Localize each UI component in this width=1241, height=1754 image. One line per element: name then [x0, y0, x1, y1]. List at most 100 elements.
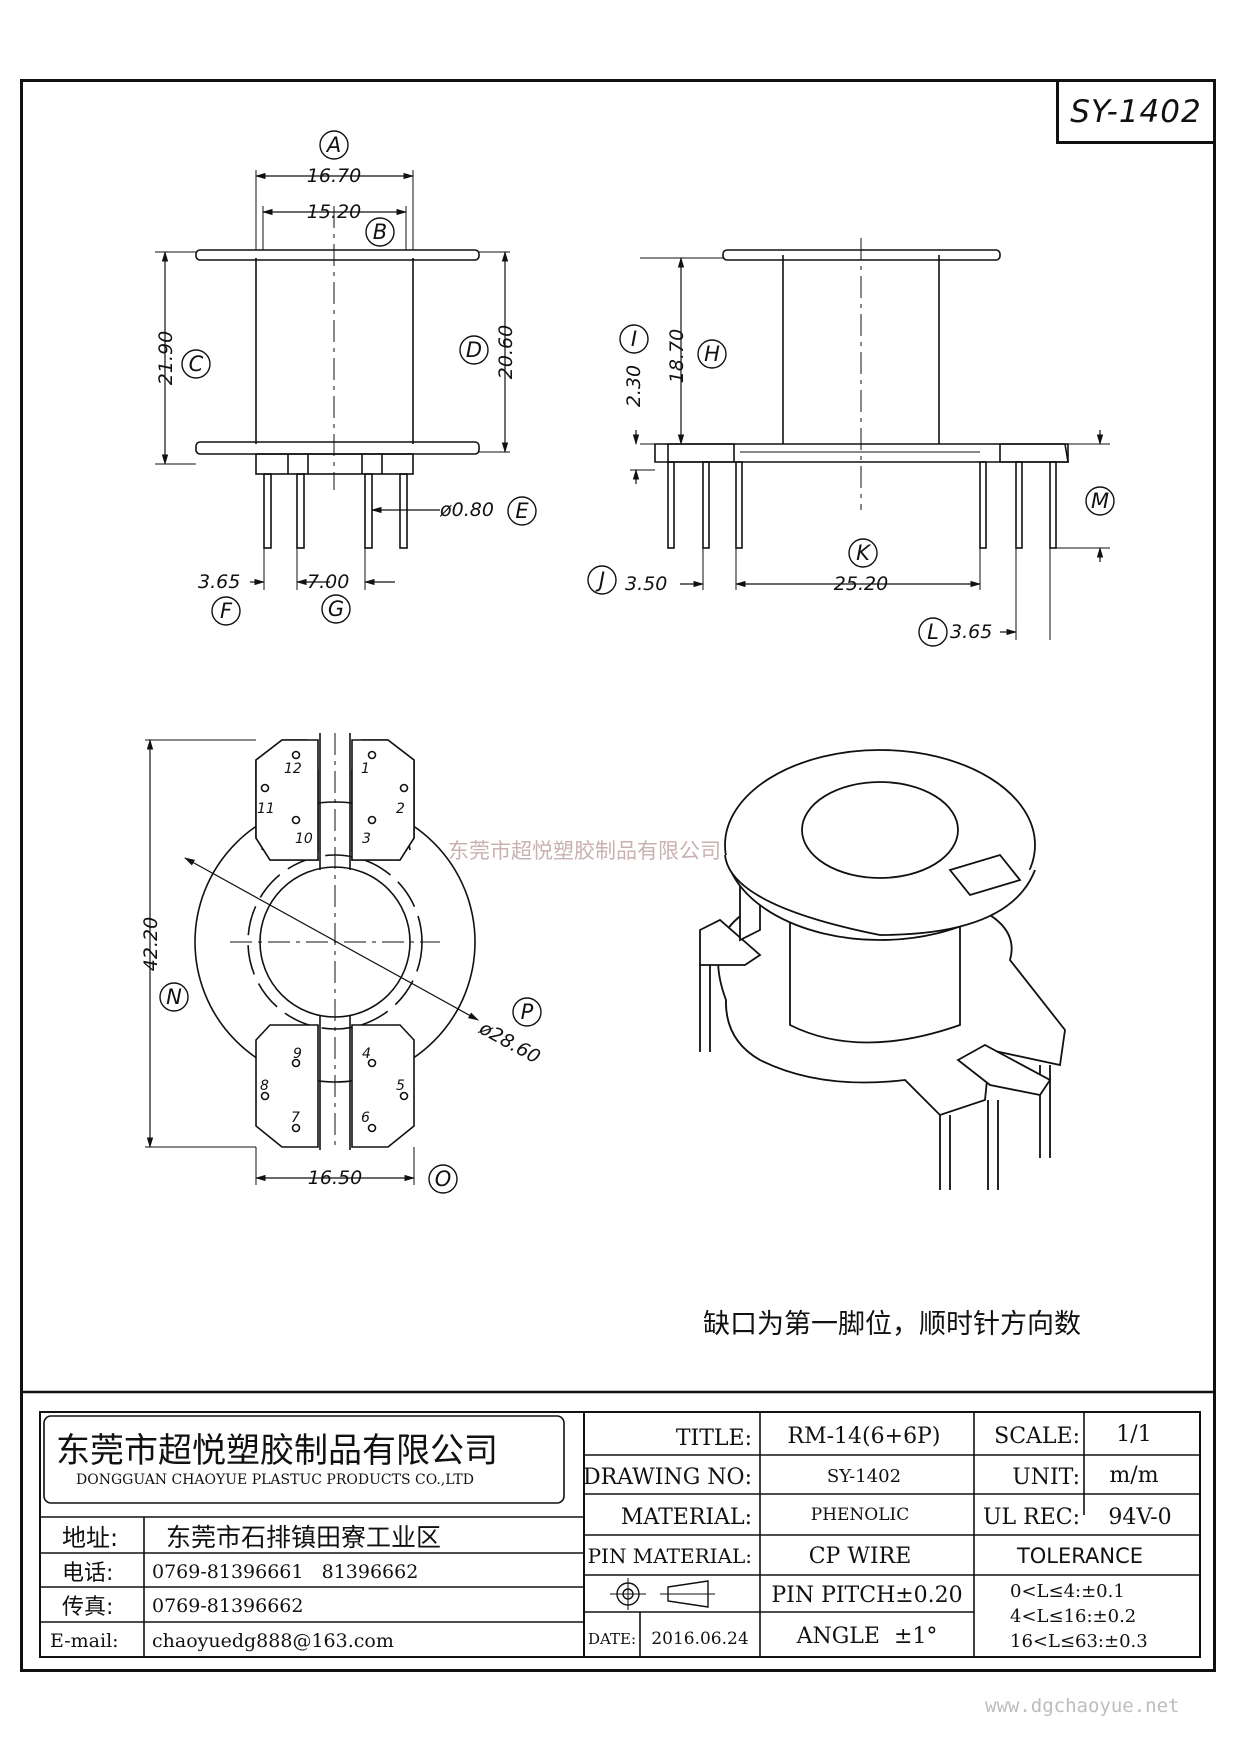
pin — [296, 473, 305, 549]
dim-E: ø0.80 — [439, 499, 494, 521]
pin — [263, 473, 272, 549]
label-I: I — [631, 327, 637, 351]
pin-material-label: PIN MATERIAL: — [588, 1544, 752, 1568]
pin — [667, 461, 675, 549]
pin-7: 7 — [291, 1110, 300, 1126]
dim-I: 2.30 — [623, 365, 645, 407]
dim-D: 20.60 — [495, 325, 517, 379]
pin-9: 9 — [293, 1046, 302, 1062]
label-K: K — [856, 541, 872, 565]
address-label: 地址: — [62, 1524, 118, 1552]
dim-L: 3.65 — [950, 621, 992, 643]
side-view — [630, 238, 1110, 640]
scale-value: 1/1 — [1116, 1422, 1151, 1447]
pin — [735, 461, 743, 549]
label-O: O — [435, 1167, 452, 1191]
email-value: chaoyuedg888@163.com — [152, 1630, 394, 1652]
label-J: J — [595, 568, 605, 592]
dim-F: 3.65 — [198, 571, 240, 593]
tolerance-3: 16<L≤63:±0.3 — [1010, 1631, 1148, 1652]
pin-12: 12 — [284, 761, 302, 777]
phone-value: 0769-81396661 81396662 — [152, 1561, 418, 1583]
pin-3: 3 — [362, 831, 371, 847]
pin — [399, 473, 408, 549]
label-P: P — [521, 1000, 534, 1024]
angle-tolerance: ANGLE ±1° — [796, 1624, 938, 1649]
ul-value: 94V-0 — [1108, 1505, 1171, 1530]
drawing-no-label: DRAWING NO: — [583, 1465, 752, 1490]
bottom-view — [145, 733, 479, 1185]
address-value: 东莞市石排镇田寮工业区 — [166, 1523, 441, 1552]
label-H: H — [704, 342, 720, 366]
phone-label: 电话: — [62, 1561, 113, 1586]
base-block — [255, 453, 414, 475]
scale-label: SCALE: — [994, 1424, 1080, 1449]
company-name-cn: 东莞市超悦塑胶制品有限公司 — [56, 1431, 498, 1471]
dim-J: 3.50 — [625, 573, 667, 595]
dim-O: 16.50 — [308, 1167, 362, 1189]
pin-numbers: 1 2 3 4 5 6 7 8 9 10 11 12 — [257, 761, 405, 1126]
pin-8: 8 — [260, 1078, 269, 1094]
front-view — [155, 170, 510, 590]
label-A: A — [325, 133, 341, 157]
label-N: N — [166, 985, 182, 1009]
title-value: RM-14(6+6P) — [788, 1424, 941, 1449]
label-M: M — [1091, 489, 1109, 513]
dim-G: 7.00 — [307, 571, 349, 593]
watermark: 东莞市超悦塑胶制品有限公司 — [448, 839, 721, 863]
isometric-view — [699, 749, 1066, 1190]
label-B: B — [373, 220, 387, 244]
material-label: MATERIAL: — [621, 1505, 752, 1530]
pin-pitch: PIN PITCH±0.20 — [771, 1583, 962, 1608]
title-block — [20, 1390, 1216, 1658]
date-label: DATE: — [588, 1630, 636, 1648]
label-L: L — [927, 620, 939, 644]
pin-11: 11 — [257, 801, 275, 817]
label-D: D — [466, 338, 482, 362]
date-value: 2016.06.24 — [651, 1629, 748, 1649]
fax-label: 传真: — [62, 1595, 113, 1620]
label-E: E — [515, 499, 529, 523]
material-value: PHENOLIC — [811, 1505, 910, 1525]
tolerance-label: TOLERANCE — [1016, 1544, 1143, 1568]
website-url: www.dgchaoyue.net — [985, 1695, 1179, 1717]
title-label: TITLE: — [676, 1426, 752, 1451]
pin — [702, 461, 710, 549]
dim-H: 18.70 — [666, 329, 688, 383]
pin-1: 1 — [361, 761, 370, 777]
dim-A: 16.70 — [307, 165, 361, 187]
label-G: G — [328, 597, 344, 621]
dim-N: 42.20 — [140, 917, 162, 971]
unit-value: m/m — [1109, 1463, 1158, 1488]
pin-6: 6 — [361, 1110, 370, 1126]
drawing-frame — [20, 79, 1216, 1672]
pin — [1015, 461, 1023, 549]
top-flange — [195, 249, 480, 261]
pin — [364, 473, 373, 549]
dim-K: 25.20 — [834, 573, 888, 595]
email-label: E-mail: — [50, 1630, 119, 1652]
company-name-en: DONGGUAN CHAOYUE PLASTUC PRODUCTS CO.,LT… — [76, 1472, 474, 1488]
pin-4: 4 — [362, 1046, 371, 1062]
label-F: F — [220, 599, 233, 623]
drawing-id: SY-1402 — [1056, 79, 1216, 144]
pin-10: 10 — [295, 831, 313, 847]
callout-circles — [159, 130, 1115, 1194]
pin — [1049, 461, 1057, 549]
tolerance-1: 0<L≤4:±0.1 — [1010, 1581, 1125, 1602]
pin-material-value: CP WIRE — [809, 1544, 912, 1569]
ul-label: UL REC: — [983, 1505, 1080, 1530]
pin-5: 5 — [396, 1078, 405, 1094]
pin-numbering-note: 缺口为第一脚位，顺时针方向数 — [703, 1309, 1081, 1340]
label-C: C — [189, 352, 204, 376]
bottom-flange — [195, 441, 480, 455]
pin — [979, 461, 987, 549]
unit-label: UNIT: — [1012, 1465, 1080, 1490]
pin-2: 2 — [396, 801, 405, 817]
tolerance-2: 4<L≤16:±0.2 — [1010, 1606, 1136, 1627]
drawing-no-value: SY-1402 — [827, 1466, 901, 1487]
dim-C: 21.90 — [155, 331, 177, 385]
fax-value: 0769-81396662 — [152, 1595, 303, 1617]
callout-letters: A B C D E F G H I J K L M N O P — [166, 133, 1109, 1191]
